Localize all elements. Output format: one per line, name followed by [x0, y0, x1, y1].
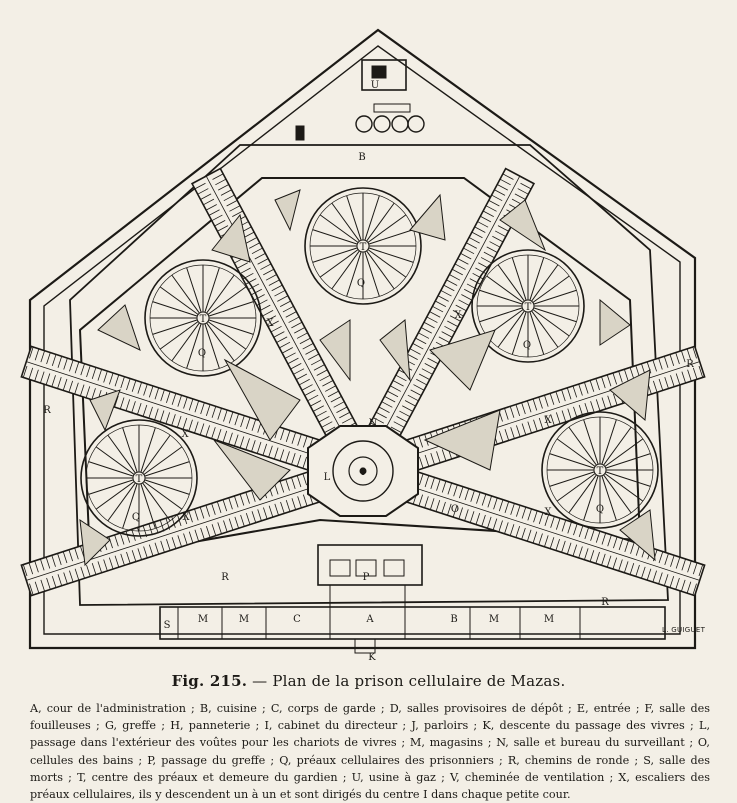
garden-patch: [609, 369, 651, 422]
courtyard-rosette: [144, 259, 262, 377]
plan-label-Q: Q: [132, 512, 140, 523]
garden-patch: [274, 189, 301, 232]
plan-label-X: X: [181, 429, 189, 440]
plan-label-R: R: [601, 597, 609, 608]
plan-label-T: T: [200, 314, 207, 325]
plan-label-T: T: [360, 242, 367, 253]
plan-label-R: R: [43, 405, 51, 416]
garden-patch: [211, 213, 251, 263]
administration-building: [159, 544, 666, 654]
cell-wing: [363, 167, 536, 450]
inner-enclosure-wall: [43, 45, 681, 635]
plan-label-Q: Q: [523, 340, 531, 351]
plan-label-M: M: [489, 614, 499, 625]
cell-wing: [389, 465, 706, 597]
engraver-signature: L. GUIGUET: [662, 626, 706, 634]
plan-label-P: P: [363, 572, 370, 583]
gas-works: [295, 59, 425, 141]
garden-patch: [89, 389, 121, 432]
plan-label-U: U: [371, 80, 379, 91]
garden-patch: [97, 304, 141, 351]
plan-label-Q: Q: [596, 504, 604, 515]
plan-label-L: L: [324, 472, 331, 483]
courtyard-rosette: [541, 411, 659, 529]
garden-patch: [499, 199, 547, 252]
plan-label-O: O: [451, 504, 459, 515]
plan-label-X: X: [454, 310, 462, 321]
prison-plan-drawing: R R R R B B Q Q Q Q Q X X X X X X T T T T T A M M M M C L I O K U N S P: [20, 28, 706, 663]
plan-label-X: X: [266, 318, 274, 329]
courtyard-rosette: [471, 249, 585, 363]
plan-label-S: S: [164, 620, 171, 631]
garden-patch: [223, 358, 301, 441]
plan-label-I: I: [361, 467, 365, 478]
garden-patch: [429, 329, 496, 391]
figure-title: — Plan de la prison cellulaire de Mazas.: [252, 672, 566, 690]
central-hub: [307, 425, 419, 517]
plan-label-Q: Q: [198, 348, 206, 359]
outer-enclosure-wall: [28, 28, 697, 650]
garden-patches: [79, 189, 656, 567]
plan-label-T: T: [525, 302, 532, 313]
courtyard-rosettes: [80, 187, 659, 537]
figure-number: Fig. 215.: [171, 672, 248, 690]
plan-label-M: M: [239, 614, 249, 625]
garden-patch: [619, 509, 656, 562]
plan-label-X: X: [182, 512, 190, 523]
plan-label-T: T: [597, 466, 604, 477]
legend-text: A, cour de l'administration ; B, cuisine…: [30, 702, 710, 802]
garden-patch: [79, 518, 111, 567]
plan-label-B: B: [450, 614, 457, 625]
garden-patch: [599, 298, 631, 346]
plan-label-X: X: [544, 507, 552, 518]
plan-label-A: A: [365, 614, 374, 625]
garden-patch: [409, 193, 446, 241]
plan-label-N: N: [369, 418, 378, 429]
ring-road-wall: [69, 144, 669, 606]
plan-label-B: B: [358, 152, 365, 163]
garden-patch: [212, 438, 291, 501]
courtyard-rosette: [80, 419, 198, 537]
garden-patch: [319, 319, 351, 382]
plan-label-X: X: [544, 415, 552, 426]
plan-label-T: T: [136, 474, 143, 485]
plan-label-C: C: [293, 614, 301, 625]
cell-wing: [20, 345, 337, 477]
garden-patch: [423, 409, 501, 471]
plan-label-R: R: [221, 572, 229, 583]
cell-wing: [20, 465, 337, 597]
figure-caption: Fig. 215. — Plan de la prison cellulaire…: [0, 672, 737, 690]
garden-patch: [379, 319, 411, 382]
plan-label-K: K: [368, 652, 376, 663]
courtyard-rosette: [304, 187, 422, 305]
plan-label-M: M: [544, 614, 554, 625]
plan-label-Q: Q: [357, 278, 365, 289]
plan-label-R: R: [686, 359, 694, 370]
plan-label-M: M: [198, 614, 208, 625]
